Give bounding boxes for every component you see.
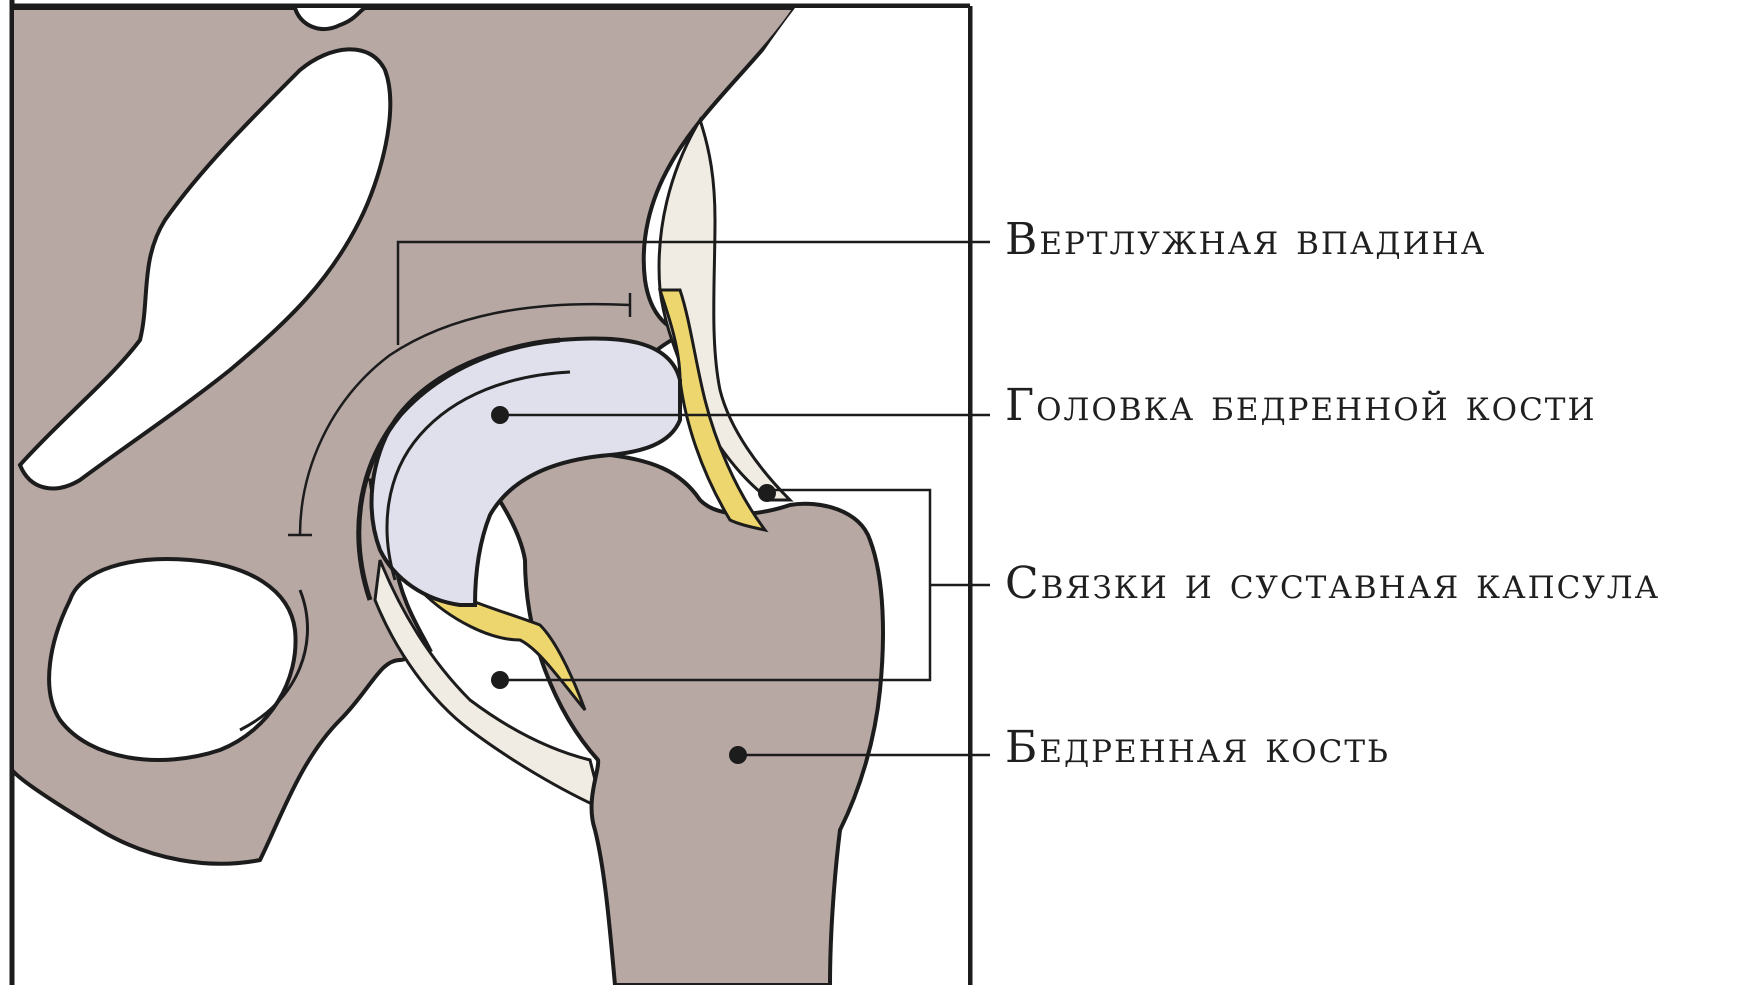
label-ligaments-capsule: Связки и суставная капсула	[1005, 562, 1660, 606]
femur-bone	[480, 453, 883, 985]
label-femoral-head: Головка бедренной кости	[1005, 384, 1597, 428]
dot-ligament-lower	[491, 671, 509, 689]
dot-femoral-head	[491, 406, 509, 424]
dot-ligament-upper	[758, 484, 776, 502]
label-acetabulum: Вертлужная впадина	[1005, 218, 1486, 262]
dot-femur	[729, 746, 747, 764]
label-femur: Бедренная кость	[1005, 726, 1390, 770]
